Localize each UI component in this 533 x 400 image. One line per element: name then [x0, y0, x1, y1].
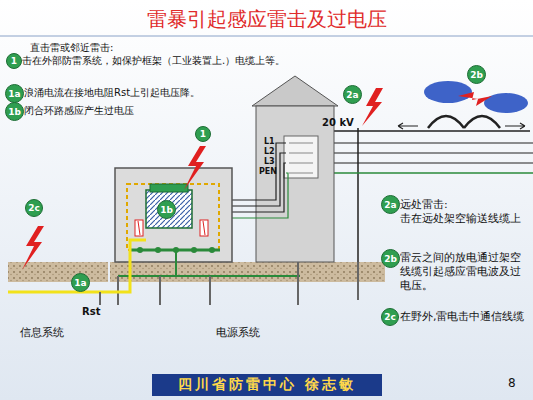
earth-resistance	[99, 292, 101, 305]
note-heading: 直击雷或邻近雷击:	[30, 42, 113, 55]
callout-text: 1b	[160, 205, 173, 215]
callout-text: 2b	[470, 70, 483, 80]
footer-text: 四川省防雷中心 徐志敏	[178, 376, 356, 394]
callout-number: 2a	[343, 85, 362, 104]
phase-label: L1	[264, 137, 275, 147]
power-lines	[318, 143, 533, 163]
equipment-top	[150, 184, 188, 192]
callout-text: 1b	[8, 107, 21, 117]
callout-number: 1b	[5, 102, 24, 121]
callout-text: 1a	[8, 89, 20, 99]
ground	[8, 262, 108, 282]
system-label: 信息系统	[20, 326, 64, 340]
earth-rods	[118, 262, 358, 305]
note-text: 击在外部防雷系统，如保护框架（工业装置上.）电缆上等。	[22, 55, 285, 68]
callout-number: 2c	[381, 308, 399, 326]
callout-number: 1a	[71, 273, 90, 292]
page-number: 8	[508, 376, 516, 391]
terminal-slots	[289, 143, 313, 173]
overhead-line	[320, 130, 530, 132]
note-heading: 远处雷击:	[400, 198, 448, 212]
cloud	[484, 93, 528, 113]
note-text: 闭合环路感应产生过电压	[24, 105, 134, 118]
spd	[200, 220, 208, 236]
earth-lead	[175, 250, 177, 276]
phase-label: PEN	[259, 167, 277, 177]
voltage-label: 20 kV	[322, 117, 354, 130]
building	[115, 168, 232, 262]
callout-text: 1	[200, 129, 206, 139]
lightning	[22, 88, 492, 270]
spd	[203, 221, 205, 235]
callout-text: 1a	[74, 278, 86, 288]
phase-label: L3	[264, 157, 275, 167]
callout-text: 1	[11, 56, 17, 66]
note-text: 浪涌电流在接地电阻Rst上引起电压降。	[24, 87, 200, 100]
note-text: 雷云之间的放电通过架空线缆引起感应雷电波及过电压。	[400, 251, 528, 292]
transformer-house	[256, 106, 334, 262]
callout-number: 2c	[25, 199, 43, 217]
callout-text: 2c	[384, 312, 396, 322]
roof	[252, 76, 338, 106]
telecom-cable	[8, 240, 146, 292]
callout-number: 1a	[5, 84, 24, 103]
callout-number: 2b	[381, 249, 400, 268]
callout-number: 2b	[467, 65, 486, 84]
phase-label: L2	[264, 147, 275, 157]
callout-number: 1b	[157, 200, 176, 219]
terminal-block	[284, 136, 318, 178]
callout-text: 2a	[384, 200, 396, 210]
spd	[135, 220, 143, 236]
resistance-label: Rst	[82, 306, 100, 319]
callout-number: 2a	[381, 195, 400, 214]
footer-band: 四川省防雷中心 徐志敏	[152, 374, 382, 396]
cloud	[424, 81, 472, 103]
callout-number: 1	[195, 126, 211, 142]
callout-text: 2a	[346, 90, 358, 100]
equipment	[146, 190, 192, 228]
callout-number: 1	[6, 53, 22, 69]
slide-title: 雷暴引起感应雷击及过电压	[0, 6, 533, 33]
callout-text: 2b	[384, 254, 397, 264]
system-label: 电源系统	[216, 326, 260, 340]
callout-text: 2c	[28, 203, 40, 213]
surge-wave	[428, 116, 500, 128]
title-rule	[0, 36, 533, 37]
feeder-wires	[232, 143, 288, 218]
spd	[138, 221, 140, 235]
pen-line	[318, 172, 533, 174]
pole	[357, 128, 359, 262]
note-text: 击在远处架空输送线缆上	[400, 212, 528, 226]
note-text: 在野外,雷电击中通信线缆	[400, 310, 528, 324]
ground	[110, 262, 385, 282]
